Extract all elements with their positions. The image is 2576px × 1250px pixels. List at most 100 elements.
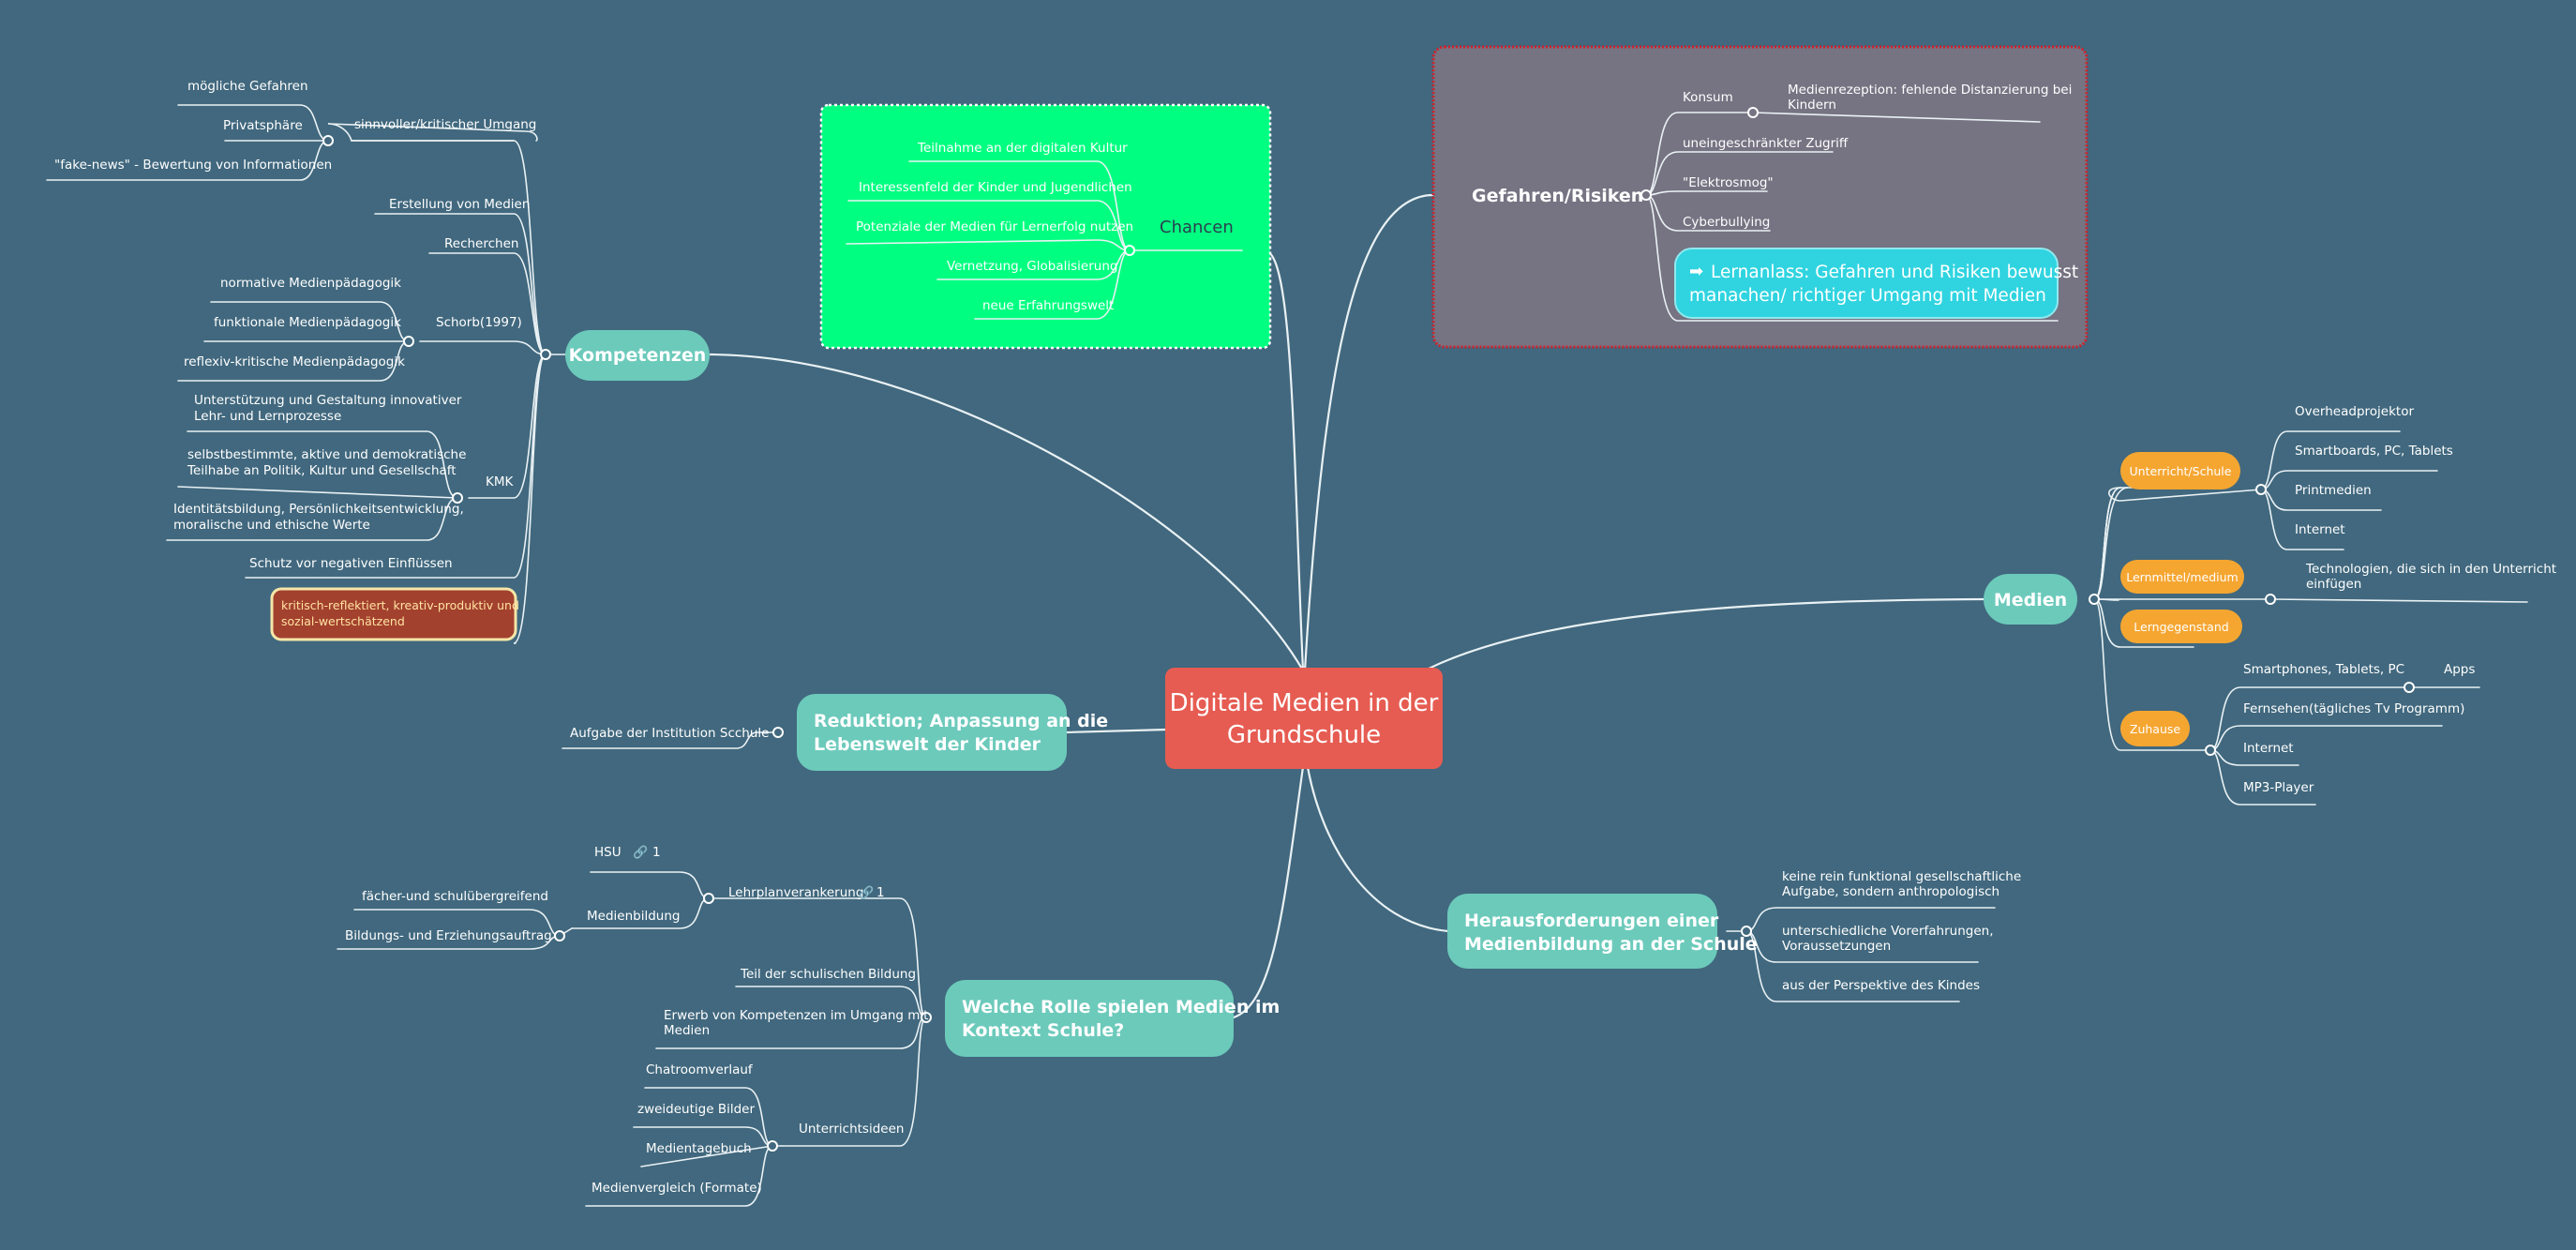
topic-kompetenzen[interactable]: Kompetenzen — [565, 330, 710, 381]
kmk-item-0-l1: Unterstützung und Gestaltung innovativer — [194, 393, 462, 408]
erwerb-l1: Erwerb von Kompetenzen im Umgang mit — [664, 1008, 928, 1023]
tag-lerngegenstand[interactable]: Lerngegenstand — [2120, 610, 2242, 643]
main-connectors — [709, 193, 1987, 1019]
unterricht-item-0: Overheadprojektor — [2295, 404, 2414, 419]
medienbildung-label: Medienbildung — [587, 909, 680, 924]
link-icon[interactable]: 🔗 — [859, 884, 874, 900]
branch-kompetenzen: sinnvoller/kritischer Umgang mögliche Ge… — [46, 79, 710, 644]
zuhause-item-0: Fernsehen(tägliches Tv Programm) — [2243, 701, 2464, 716]
heraus-l2: Medienbildung an der Schule — [1464, 934, 1758, 955]
lernanlass-l2: manachen/ richtiger Umgang mit Medien — [1689, 286, 2046, 306]
unterricht-item-1: Smartboards, PC, Tablets — [2295, 444, 2453, 459]
kmk-item-2-l2: moralische und ethische Werte — [173, 518, 370, 533]
kmk-item-1-l1: selbstbestimmte, aktive und demokratisch… — [187, 447, 466, 462]
rolle-l1: Welche Rolle spielen Medien im — [962, 997, 1280, 1017]
branch-chancen: Teilnahme an der digitalen Kultur Intere… — [819, 103, 1272, 350]
hsu-label: HSU — [594, 845, 622, 860]
unterrichtsideen-label: Unterrichtsideen — [799, 1122, 904, 1137]
kmk-label: KMK — [486, 474, 515, 489]
tag-zuhause[interactable]: Zuhause — [2120, 711, 2190, 746]
central-title-line2: Grundschule — [1227, 721, 1381, 749]
central-title-line1: Digitale Medien in der — [1170, 689, 1439, 717]
branch-rolle: Lehrplanverankerung 🔗 1 HSU 🔗 1 Medienbi… — [337, 844, 1280, 1207]
gefahren-item-2: Cyberbullying — [1683, 215, 1770, 230]
branch-medien: Overheadprojektor Smartboards, PC, Table… — [1984, 404, 2556, 806]
heraus-item-2: aus der Perspektive des Kindes — [1782, 978, 1980, 993]
ideen-item-2: Medientagebuch — [646, 1141, 752, 1156]
heraus-item-0-l2: Aufgabe, sondern anthropologisch — [1782, 884, 1999, 899]
sinnvoll-item-2: "fake-news" - Bewertung von Informatione… — [54, 158, 332, 173]
unterricht-label: Unterricht/Schule — [2130, 464, 2232, 478]
topic-medien[interactable]: Medien — [1984, 574, 2077, 625]
unterricht-item-3: Internet — [2295, 522, 2345, 537]
chancen-title[interactable]: Chancen — [1160, 218, 1234, 237]
arrow-right-icon: ➡ — [1689, 262, 1703, 281]
reduktion-l2: Lebenswelt der Kinder — [814, 734, 1041, 755]
lerngegenstand-label: Lerngegenstand — [2134, 620, 2228, 634]
tag-lernmittel[interactable]: Lernmittel/medium — [2120, 560, 2244, 594]
critical-tag-l2: sozial-wertschätzend — [281, 614, 405, 628]
kompetenzen-title: Kompetenzen — [569, 345, 707, 366]
zuhause-item-2: MP3-Player — [2243, 780, 2314, 795]
chancen-item-2: Potenziale der Medien für Lernerfolg nut… — [856, 219, 1133, 234]
lehrplan-link-count: 1 — [876, 885, 885, 900]
teil-label: Teil der schulischen Bildung — [740, 967, 916, 982]
rolle-l2: Kontext Schule? — [962, 1020, 1124, 1041]
lernmittel-l1: Technologien, die sich in den Unterricht — [2305, 562, 2556, 577]
chancen-item-1: Interessenfeld der Kinder und Jugendlich… — [859, 180, 1132, 195]
topic-herausforderungen[interactable]: Herausforderungen einer Medienbildung an… — [1447, 894, 1758, 969]
sinnvoll-item-1: Privatsphäre — [223, 118, 303, 133]
ideen-item-3: Medienvergleich (Formate) — [592, 1181, 762, 1196]
unterricht-item-2: Printmedien — [2295, 483, 2372, 498]
schorb-item-2: reflexiv-kritische Medienpädagogik — [184, 354, 405, 369]
heraus-l1: Herausforderungen einer — [1464, 911, 1719, 931]
zuhause-label: Zuhause — [2130, 722, 2181, 736]
topic-reduktion[interactable]: Reduktion; Anpassung an die Lebenswelt d… — [797, 694, 1108, 771]
gefahren-title[interactable]: Gefahren/Risiken — [1472, 186, 1643, 206]
reduktion-l1: Reduktion; Anpassung an die — [814, 711, 1108, 731]
schorb-item-0: normative Medienpädagogik — [220, 276, 401, 291]
kmk-item-1-l2: Teilhabe an Politik, Kultur und Gesellsc… — [187, 463, 457, 478]
reduktion-child: Aufgabe der Institution Scchule — [570, 726, 769, 741]
kmk-item-2-l1: Identitätsbildung, Persönlichkeitsentwic… — [173, 502, 464, 517]
chancen-item-4: neue Erfahrungswelt — [982, 298, 1114, 313]
ideen-item-0: Chatroomverlauf — [646, 1062, 754, 1077]
schutz-label: Schutz vor negativen Einflüssen — [249, 556, 453, 571]
critical-tag-l1: kritisch-reflektiert, kreativ-produktiv … — [281, 598, 519, 612]
tag-unterricht-schule[interactable]: Unterricht/Schule — [2120, 452, 2240, 489]
zuhause-apps: Apps — [2444, 662, 2475, 677]
gefahren-item-0: uneingeschränkter Zugriff — [1683, 136, 1849, 151]
erwerb-l2: Medien — [664, 1023, 710, 1038]
branch-reduktion: Aufgabe der Institution Scchule Reduktio… — [562, 694, 1108, 771]
medienrezeption-l1: Medienrezeption: fehlende Distanzierung … — [1788, 83, 2072, 98]
chancen-item-3: Vernetzung, Globalisierung — [947, 259, 1117, 274]
kmk-item-0-l2: Lehr- und Lernprozesse — [194, 409, 341, 424]
konsum-label: Konsum — [1683, 90, 1733, 105]
sinnvoll-item-0: mögliche Gefahren — [187, 79, 308, 94]
zuhause-item-1: Internet — [2243, 741, 2294, 756]
link-icon[interactable]: 🔗 — [633, 844, 648, 860]
sinnvoll-label: sinnvoller/kritischer Umgang — [354, 117, 536, 132]
schorb-label: Schorb(1997) — [436, 315, 522, 330]
ideen-item-1: zweideutige Bilder — [637, 1102, 755, 1117]
lernanlass-l1: Lernanlass: Gefahren und Risiken bewusst — [1711, 263, 2078, 282]
zuhause-smartphones: Smartphones, Tablets, PC — [2243, 662, 2404, 677]
medien-title: Medien — [1994, 590, 2067, 610]
lernmittel-l2: einfügen — [2306, 577, 2361, 592]
branch-gefahren: Gefahren/Risiken Konsum Medienrezeption:… — [1431, 45, 2089, 349]
heraus-item-1-l2: Voraussetzungen — [1782, 939, 1891, 954]
central-topic[interactable]: Digitale Medien in der Grundschule — [1165, 668, 1443, 769]
topic-rolle[interactable]: Welche Rolle spielen Medien im Kontext S… — [945, 980, 1280, 1057]
lernmittel-label: Lernmittel/medium — [2126, 570, 2238, 584]
recherchen-label: Recherchen — [444, 236, 518, 251]
medienbildung-item-1: Bildungs- und Erziehungsauftrag — [345, 928, 552, 943]
medienrezeption-l2: Kindern — [1788, 98, 1836, 113]
critical-tag[interactable]: kritisch-reflektiert, kreativ-produktiv … — [270, 587, 519, 641]
heraus-item-0-l1: keine rein funktional gesellschaftliche — [1782, 869, 2021, 884]
chancen-box — [819, 103, 1272, 350]
schorb-item-1: funktionale Medienpädagogik — [214, 315, 401, 330]
chancen-item-0: Teilnahme an der digitalen Kultur — [917, 141, 1128, 156]
heraus-item-1-l1: unterschiedliche Vorerfahrungen, — [1782, 924, 1994, 939]
lernanlass-callout[interactable]: ➡ Lernanlass: Gefahren und Risiken bewus… — [1674, 248, 2078, 319]
